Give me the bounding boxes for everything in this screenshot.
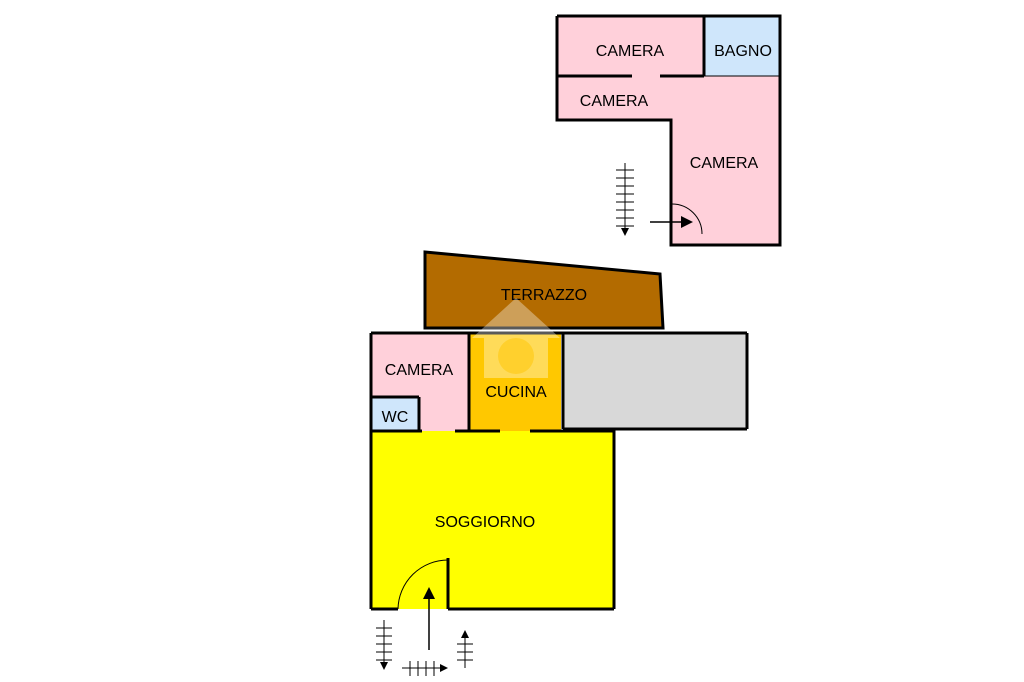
- stair-arrow-icon: [376, 620, 392, 670]
- label-upper-camera-2: CAMERA: [580, 93, 649, 110]
- label-upper-camera-3: CAMERA: [690, 155, 759, 172]
- upper-floor: CAMERA BAGNO CAMERA CAMERA: [555, 14, 782, 247]
- label-soggiorno: SOGGIORNO: [435, 514, 535, 531]
- label-terrazzo: TERRAZZO: [501, 287, 587, 304]
- door-swing-icon: [397, 559, 449, 610]
- label-upper-bagno: BAGNO: [714, 43, 772, 60]
- stair-arrow-icon: [457, 630, 473, 668]
- watermark-logo-icon: [472, 298, 560, 378]
- stair-arrow-icon: [616, 163, 634, 236]
- door-swing-icon: [671, 203, 703, 235]
- stair-arrow-icon: [402, 661, 448, 676]
- label-upper-camera-1: CAMERA: [596, 43, 665, 60]
- room-upper-bagno[interactable]: [704, 16, 780, 76]
- room-cucina[interactable]: [469, 333, 561, 431]
- room-gray-area[interactable]: [563, 333, 747, 429]
- room-upper-camera-2-3[interactable]: [557, 76, 780, 245]
- room-wc[interactable]: [371, 397, 419, 431]
- lower-floor: TERRAZZO CAMERA WC CUCINA SOGGIORNO: [369, 250, 749, 676]
- room-terrazzo[interactable]: [423, 250, 665, 330]
- label-wc: WC: [382, 409, 409, 426]
- label-cucina: CUCINA: [485, 384, 547, 401]
- label-lower-camera: CAMERA: [385, 362, 454, 379]
- room-upper-camera-1[interactable]: [557, 16, 704, 76]
- room-soggiorno[interactable]: [371, 431, 614, 609]
